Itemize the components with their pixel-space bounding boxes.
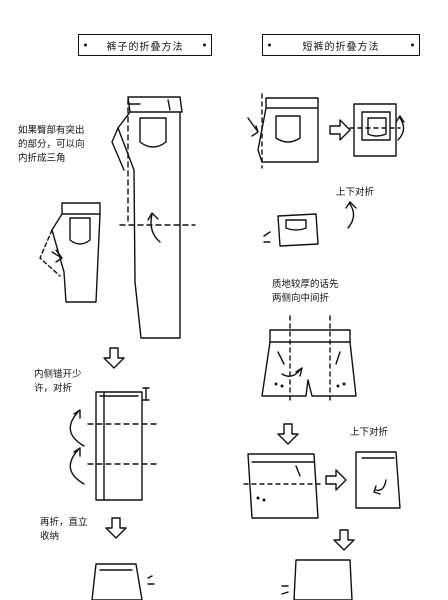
shorts-half-fold-drawing — [355, 451, 401, 509]
right-title: 短裤的折叠方法 — [302, 41, 380, 53]
right-arrow-icon — [325, 469, 347, 491]
note-fold-top-bottom-2: 上下对折 — [350, 427, 389, 438]
shorts-flat-drawing — [247, 97, 319, 163]
fold-curve-arrow-upper — [69, 409, 85, 447]
pants-flat-drawing — [111, 96, 183, 339]
half-pants-drawing — [39, 202, 101, 303]
down-arrow-icon — [103, 347, 125, 369]
left-title-box: 裤子的折叠方法 — [78, 34, 212, 56]
note-protrusion: 如果臀部有突出 的部分，可以向 内折成三角 — [18, 125, 85, 164]
right-title-box: 短裤的折叠方法 — [262, 34, 420, 56]
note-fold-half: 内侧错开少 许，对折 — [34, 369, 82, 394]
shorts-folded-to-center-drawing — [243, 453, 323, 519]
pants-folded-half-drawing — [69, 387, 159, 501]
triangle-fold-arrow — [51, 249, 63, 263]
title-box-dot-right — [203, 43, 206, 47]
shorts-final-fold-drawing — [281, 559, 353, 600]
down-arrow-icon — [333, 529, 355, 551]
note-fold-top-bottom: 上下对折 — [336, 187, 375, 198]
fold-curve-arrow — [345, 201, 357, 229]
left-title: 裤子的折叠方法 — [106, 41, 184, 53]
shorts-small-fold-drawing — [263, 213, 319, 247]
shorts-side-fold-drawing — [261, 315, 357, 405]
note-refold: 再折，直立 收纳 — [40, 517, 88, 542]
title-box-dot-right — [411, 43, 414, 47]
down-arrow-icon — [277, 423, 299, 445]
fold-curve-arrow — [147, 212, 161, 243]
fold-curve-arrow-lower — [69, 447, 85, 485]
title-box-dot-left — [84, 43, 87, 47]
right-arrow-icon — [329, 119, 351, 141]
down-arrow-icon — [105, 517, 127, 539]
title-box-dot-left — [268, 43, 271, 47]
note-thick-material: 质地较厚的话先 两侧向中间折 — [272, 279, 339, 304]
shorts-folded-side-drawing — [349, 103, 405, 157]
pants-final-fold-drawing — [91, 563, 155, 600]
